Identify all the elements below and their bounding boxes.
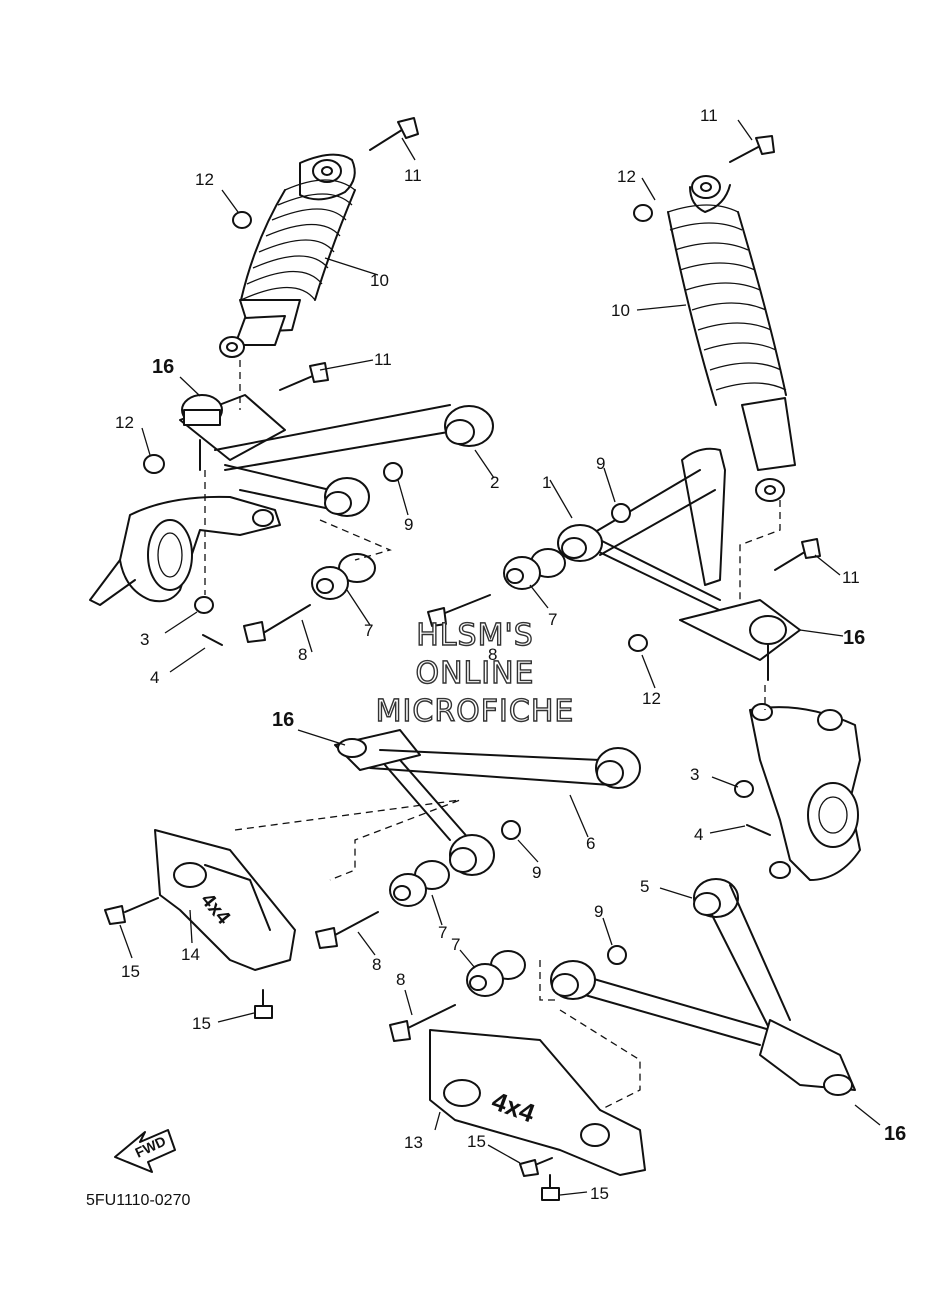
- callout-11: 11: [700, 106, 718, 125]
- fwd-arrow-icon: FWD: [114, 1129, 176, 1173]
- callout-16: 16: [272, 709, 294, 731]
- diagram-code: 5FU1110-0270: [86, 1192, 190, 1209]
- bushing-set-1[interactable]: [311, 553, 376, 600]
- callout-4: 4: [150, 668, 159, 687]
- callout-3: 3: [690, 765, 699, 784]
- callout-9: 9: [404, 515, 413, 534]
- callout-7: 7: [438, 923, 447, 942]
- callout-12: 12: [617, 167, 636, 186]
- nut-set: [143, 204, 754, 965]
- callout-3: 3: [140, 630, 149, 649]
- right-steering-knuckle[interactable]: [749, 703, 861, 881]
- bushing-set-3[interactable]: [389, 860, 450, 907]
- bolt-set: [104, 117, 821, 1201]
- callout-2: 2: [490, 473, 499, 492]
- assembly-guide-lines: [204, 360, 781, 1111]
- callout-12: 12: [195, 170, 214, 189]
- callout-labels: 11 12 10 16 11 12 2 9 8 7 3 4 11 12 10 9…: [115, 106, 906, 1203]
- right-upper-arm[interactable]: [557, 447, 801, 681]
- left-upper-arm[interactable]: [179, 394, 494, 517]
- callout-16: 16: [152, 356, 174, 378]
- watermark: HLSM'S ONLINE MICROFICHE: [375, 617, 575, 729]
- callout-15: 15: [590, 1184, 609, 1203]
- callout-13: 13: [404, 1133, 423, 1152]
- callout-1: 1: [542, 473, 551, 492]
- callout-10: 10: [370, 271, 389, 290]
- watermark-line-3: MICROFICHE: [376, 694, 575, 729]
- callout-9: 9: [596, 454, 605, 473]
- callout-16: 16: [843, 627, 865, 649]
- callout-5: 5: [640, 877, 649, 896]
- left-steering-knuckle[interactable]: [89, 495, 281, 606]
- left-lower-arm[interactable]: [334, 729, 641, 876]
- callout-12: 12: [115, 413, 134, 432]
- callout-8: 8: [298, 645, 307, 664]
- callout-12: 12: [642, 689, 661, 708]
- callout-6: 6: [586, 834, 595, 853]
- callout-7: 7: [548, 610, 557, 629]
- right-lower-arm[interactable]: [550, 878, 856, 1096]
- callout-8: 8: [372, 955, 381, 974]
- cotter-pins: [202, 634, 771, 836]
- callout-9: 9: [594, 902, 603, 921]
- callout-4: 4: [694, 825, 703, 844]
- right-shock-absorber[interactable]: [667, 175, 796, 502]
- callout-11: 11: [404, 166, 422, 185]
- watermark-line-1: HLSM'S: [416, 618, 534, 653]
- callout-7: 7: [451, 935, 460, 954]
- callout-11: 11: [374, 350, 392, 369]
- bushing-set-4[interactable]: [466, 950, 526, 997]
- left-front-guard[interactable]: 4x4: [154, 829, 296, 971]
- callout-15: 15: [121, 962, 140, 981]
- callout-9: 9: [532, 863, 541, 882]
- right-front-guard[interactable]: 4x4: [429, 1029, 646, 1176]
- callout-7: 7: [364, 621, 373, 640]
- left-shock-absorber[interactable]: [219, 153, 356, 358]
- callout-15: 15: [467, 1132, 486, 1151]
- callout-8: 8: [488, 645, 497, 664]
- watermark-line-2: ONLINE: [415, 656, 534, 691]
- callout-14: 14: [181, 945, 200, 964]
- callout-8: 8: [396, 970, 405, 989]
- bushing-set-2[interactable]: [503, 548, 566, 590]
- callout-10: 10: [611, 301, 630, 320]
- leader-lines: [119, 119, 881, 1196]
- callout-15: 15: [192, 1014, 211, 1033]
- callout-16: 16: [884, 1123, 906, 1145]
- callout-11: 11: [842, 568, 860, 587]
